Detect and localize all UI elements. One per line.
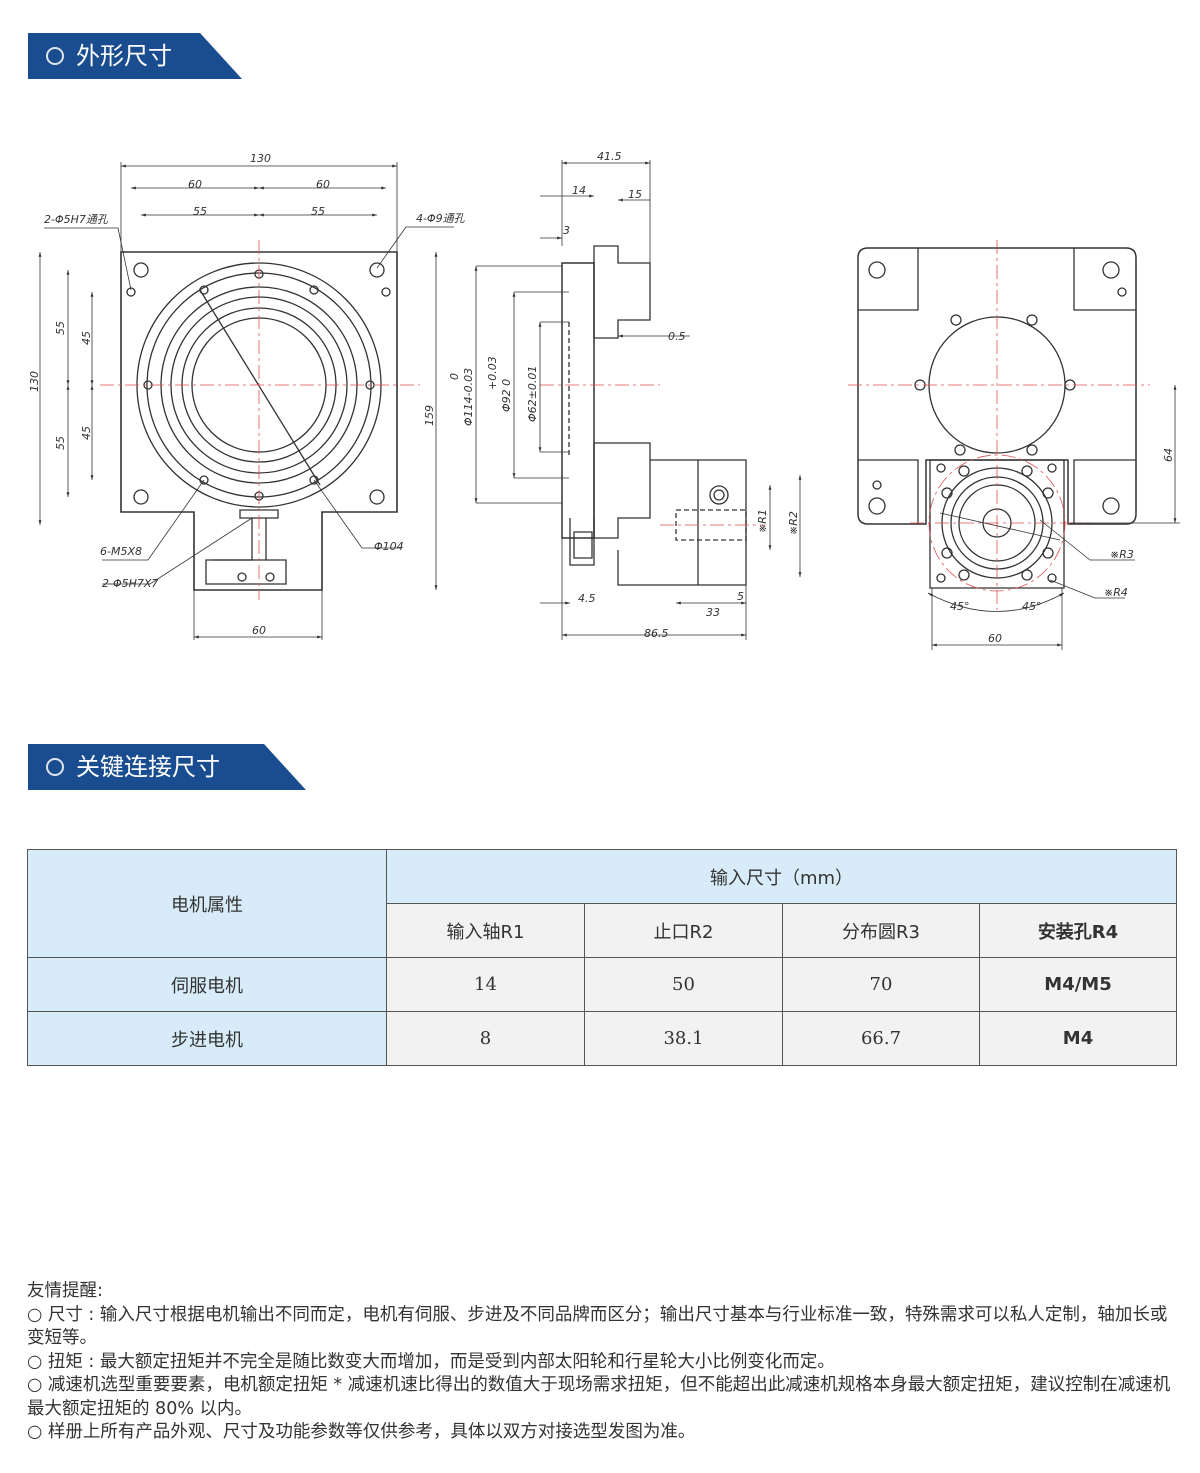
svg-text:55: 55 — [193, 205, 207, 218]
column-header: 分布圆R3 — [782, 903, 980, 958]
banner-shape — [28, 744, 306, 790]
table-cell: 70 — [782, 957, 980, 1012]
table-row: 步进电机 8 38.1 66.7 M4 — [27, 1011, 1178, 1066]
svg-text:86.5: 86.5 — [644, 627, 669, 640]
svg-text:60: 60 — [188, 178, 202, 191]
svg-text:130: 130 — [250, 152, 271, 165]
svg-text:60: 60 — [988, 632, 1002, 645]
svg-text:※R3: ※R3 — [1110, 548, 1134, 561]
column-header: 安装孔R4 — [978, 903, 1178, 958]
svg-text:4-Φ9通孔: 4-Φ9通孔 — [416, 212, 466, 225]
svg-text:159: 159 — [423, 405, 436, 426]
connection-dimensions-table: 电机属性 输入尺寸（mm） 输入轴R1 止口R2 分布圆R3 安装孔R4 伺服电… — [27, 849, 1178, 1066]
table-cell: 38.1 — [584, 1011, 783, 1066]
svg-text:Φ114-0.03: Φ114-0.03 — [462, 368, 475, 426]
svg-text:※R1: ※R1 — [756, 509, 769, 533]
svg-text:+0.03: +0.03 — [486, 356, 499, 390]
svg-text:2-Φ5H7通孔: 2-Φ5H7通孔 — [44, 213, 109, 226]
table-cell: 50 — [584, 957, 783, 1012]
table-cell: M4 — [978, 1011, 1178, 1066]
note-item: ○ 样册上所有产品外观、尺寸及功能参数等仅供参考，具体以双方对接选型发图为准。 — [27, 1422, 696, 1442]
table-cell: 14 — [386, 957, 585, 1012]
svg-text:55: 55 — [54, 436, 67, 450]
svg-text:2-Φ5H7X7: 2-Φ5H7X7 — [102, 577, 158, 590]
svg-text:15: 15 — [628, 188, 642, 201]
notes-block: 友情提醒: ○ 尺寸 : 输入尺寸根据电机输出不同而定，电机有伺服、步进及不同品… — [27, 1280, 1177, 1445]
svg-text:45: 45 — [80, 331, 93, 345]
svg-text:Φ92 0: Φ92 0 — [500, 379, 513, 412]
svg-text:Φ104: Φ104 — [374, 540, 404, 553]
svg-text:Φ62±0.01: Φ62±0.01 — [526, 366, 539, 422]
row-label: 伺服电机 — [27, 957, 387, 1012]
group-header: 输入尺寸（mm） — [385, 849, 1178, 904]
column-header: 止口R2 — [584, 903, 783, 958]
ring-icon — [46, 47, 64, 65]
svg-text:0.5: 0.5 — [668, 330, 686, 343]
note-item: ○ 减速机选型重要要素，电机额定扭矩 * 减速机速比得出的数值大于现场需求扭矩，… — [27, 1375, 1171, 1419]
svg-text:※R4: ※R4 — [1104, 586, 1128, 599]
svg-text:55: 55 — [54, 321, 67, 335]
svg-text:45°: 45° — [1022, 600, 1042, 613]
technical-drawing: 130 60 60 55 55 130 55 45 55 45 159 60 2… — [28, 150, 1180, 650]
svg-text:60: 60 — [252, 624, 266, 637]
svg-text:55: 55 — [311, 205, 325, 218]
svg-text:※R2: ※R2 — [787, 511, 800, 535]
dimension-labels: 130 60 60 55 55 130 55 45 55 45 159 60 2… — [28, 150, 1175, 645]
svg-text:3: 3 — [563, 224, 570, 237]
section-title-outline: 外形尺寸 — [76, 42, 172, 70]
svg-text:64: 64 — [1162, 448, 1175, 462]
table-row: 伺服电机 14 50 70 M4/M5 — [27, 957, 1178, 1012]
column-header: 输入轴R1 — [386, 903, 585, 958]
table-cell: 66.7 — [782, 1011, 980, 1066]
notes-title: 友情提醒: — [27, 1281, 103, 1301]
section-title-connection: 关键连接尺寸 — [76, 753, 220, 781]
banner-shape — [28, 33, 242, 79]
svg-text:6-M5X8: 6-M5X8 — [100, 545, 142, 558]
svg-text:0: 0 — [448, 373, 461, 380]
table-cell: 8 — [386, 1011, 585, 1066]
side-view — [561, 245, 747, 586]
svg-text:45°: 45° — [950, 600, 970, 613]
note-item: ○ 尺寸 : 输入尺寸根据电机输出不同而定，电机有伺服、步进及不同品牌而区分；输… — [27, 1304, 1168, 1349]
table-cell: M4/M5 — [978, 957, 1178, 1012]
ring-icon — [46, 758, 64, 776]
svg-text:5: 5 — [737, 590, 744, 603]
svg-text:60: 60 — [316, 178, 330, 191]
svg-text:45: 45 — [80, 426, 93, 440]
row-label: 步进电机 — [27, 1011, 387, 1066]
corner-header: 电机属性 — [27, 849, 387, 958]
svg-text:41.5: 41.5 — [597, 150, 622, 163]
note-item: ○ 扭矩 : 最大额定扭矩并不完全是随比数变大而增加，而是受到内部太阳轮和行星轮… — [27, 1351, 835, 1372]
svg-text:14: 14 — [572, 184, 586, 197]
svg-text:130: 130 — [28, 371, 41, 392]
svg-text:4.5: 4.5 — [578, 592, 596, 605]
svg-text:33: 33 — [706, 606, 720, 619]
